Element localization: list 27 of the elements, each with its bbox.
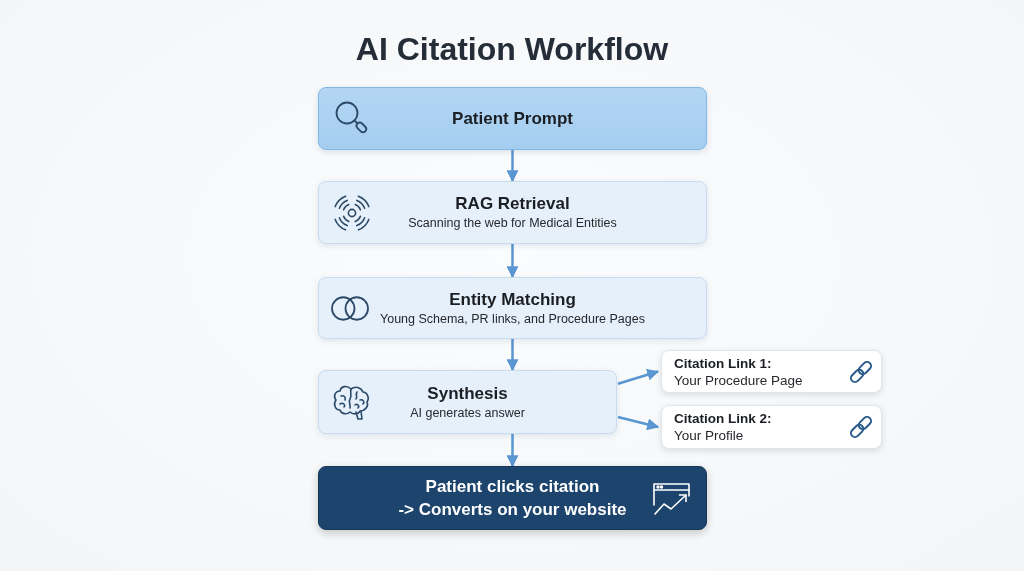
citation-card — [661, 405, 882, 449]
step-title: Entity Matching — [449, 288, 576, 310]
outcome-text: -> Converts on your website — [398, 499, 627, 521]
citation-title: Citation Link 2: — [674, 410, 772, 427]
arrow — [506, 339, 519, 372]
arrow — [506, 244, 519, 279]
outcome-text: Patient clicks citation — [425, 476, 600, 498]
arrow — [617, 368, 660, 385]
citation-title: Citation Link 1: — [674, 354, 772, 372]
arrow — [506, 150, 519, 183]
process-box — [318, 277, 707, 339]
step-title: Synthesis — [427, 382, 508, 404]
process-box — [318, 181, 707, 244]
citation-card — [661, 350, 882, 393]
step-description: Young Schema, PR links, and Procedure Pages — [380, 310, 645, 328]
citation-text: Your Procedure Page — [674, 371, 803, 389]
step-title: RAG Retrieval — [455, 193, 570, 214]
arrow — [617, 415, 660, 431]
process-box — [318, 87, 707, 150]
process-box — [318, 370, 617, 434]
outcome-box — [318, 466, 707, 530]
step-description: AI generates answer — [410, 404, 525, 422]
arrow — [506, 434, 519, 468]
diagram-title: AI Citation Workflow — [355, 30, 669, 69]
step-title: Patient Prompt — [452, 107, 573, 130]
citation-text: Your Profile — [674, 427, 744, 444]
step-description: Scanning the web for Medical Entities — [408, 215, 617, 232]
